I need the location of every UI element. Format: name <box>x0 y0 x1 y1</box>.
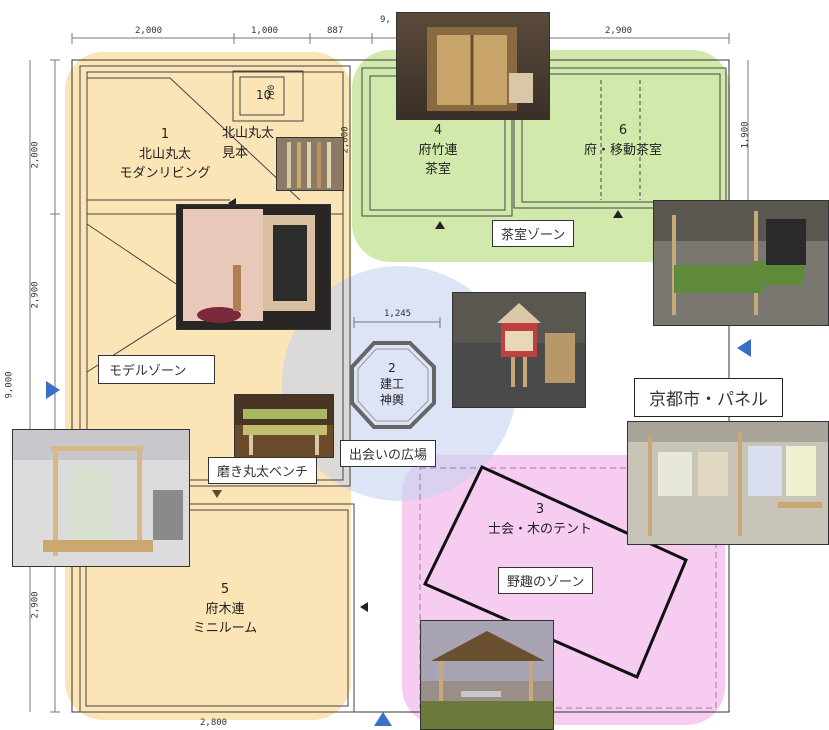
modern-living-photo <box>176 204 331 330</box>
area-2-line1: 建工 <box>379 377 404 392</box>
door-marker-1-icon <box>228 198 236 208</box>
wood-tent-photo <box>420 620 554 730</box>
dim-top-2000: 2,000 <box>135 26 163 36</box>
area-6-line1: 府・移動茶室 <box>583 142 662 158</box>
dim-left-9000: 9,000 <box>4 371 15 399</box>
dim-left-2900b: 2,900 <box>30 591 41 619</box>
dim-top-2900: 2,900 <box>605 26 633 36</box>
area-4-number: 4 <box>433 123 443 138</box>
meeting-plaza-callout: 出会いの広場 <box>340 440 437 467</box>
door-marker-5-icon <box>212 490 222 498</box>
dim-left-2900a: 2,900 <box>30 281 41 309</box>
shrine-photo <box>452 292 586 408</box>
area-5-number: 5 <box>220 582 230 597</box>
dim-bottom-2800: 2,800 <box>200 718 228 728</box>
dim-right-1900: 1,900 <box>740 121 751 149</box>
door-marker-5b-icon <box>360 602 368 612</box>
area-2-label: 2 建工 神輿 <box>362 360 422 409</box>
tea-room-photo <box>396 12 550 120</box>
area-1-number: 1 <box>160 127 170 142</box>
sample-line1: 北山丸太 <box>222 126 275 141</box>
dim-top-887: 887 <box>327 26 344 36</box>
mini-room-photo <box>12 429 190 567</box>
area-5-line1: 府木連 <box>205 601 245 617</box>
bench-callout: 磨き丸太ベンチ <box>208 457 318 484</box>
area-3-label: 3 士会・木のテント <box>470 500 610 539</box>
mobile-tea-room-photo <box>653 200 829 326</box>
area-2-line2: 神輿 <box>379 393 404 408</box>
sample-label: 北山丸太 見本 <box>222 124 302 163</box>
entrance-bottom-arrow-icon <box>374 712 392 726</box>
area-6-number: 6 <box>618 123 628 138</box>
area-4-line2: 茶室 <box>424 162 451 177</box>
area-4-label: 4 府竹連 茶室 <box>398 121 478 180</box>
area-1-line2: モダンリビング <box>119 166 211 181</box>
entrance-left-arrow-icon <box>46 381 60 399</box>
area-3-line1: 士会・木のテント <box>487 521 592 537</box>
door-marker-4-icon <box>435 221 445 229</box>
dim-left-2000: 2,000 <box>30 141 41 169</box>
area-1-line1: 北山丸太 <box>138 146 191 162</box>
tea-zone-callout: 茶室ゾーン <box>492 220 575 247</box>
kitayama-sample-photo <box>276 137 344 191</box>
model-zone-callout: モデルゾーン <box>98 355 216 384</box>
kyoto-panel-photo <box>627 421 829 545</box>
dim-top-total: 9, <box>380 15 391 25</box>
dim-top-1000: 1,000 <box>251 26 279 36</box>
door-marker-6-icon <box>613 210 623 218</box>
area-2-number: 2 <box>388 361 396 375</box>
sample-number: 10 <box>256 88 272 102</box>
area-4-line1: 府竹連 <box>418 142 458 158</box>
area-3-number: 3 <box>535 502 545 517</box>
log-bench-photo <box>234 394 334 458</box>
area-1-label: 1 北山丸太 モダンリビング <box>105 125 225 184</box>
sample-line2: 見本 <box>222 145 249 161</box>
dim-shrine-1245: 1,245 <box>384 309 412 319</box>
wild-zone-callout: 野趣のゾーン <box>498 567 594 594</box>
tent-outline <box>422 465 688 679</box>
area-5-label: 5 府木連 ミニルーム <box>160 580 290 639</box>
kyoto-panel-callout: 京都市・パネル <box>634 378 783 417</box>
area-6-label: 6 府・移動茶室 <box>568 121 678 160</box>
shrine-octagon <box>350 341 436 429</box>
area-5-line2: ミニルーム <box>192 621 258 636</box>
entrance-right-arrow-icon <box>737 339 751 357</box>
